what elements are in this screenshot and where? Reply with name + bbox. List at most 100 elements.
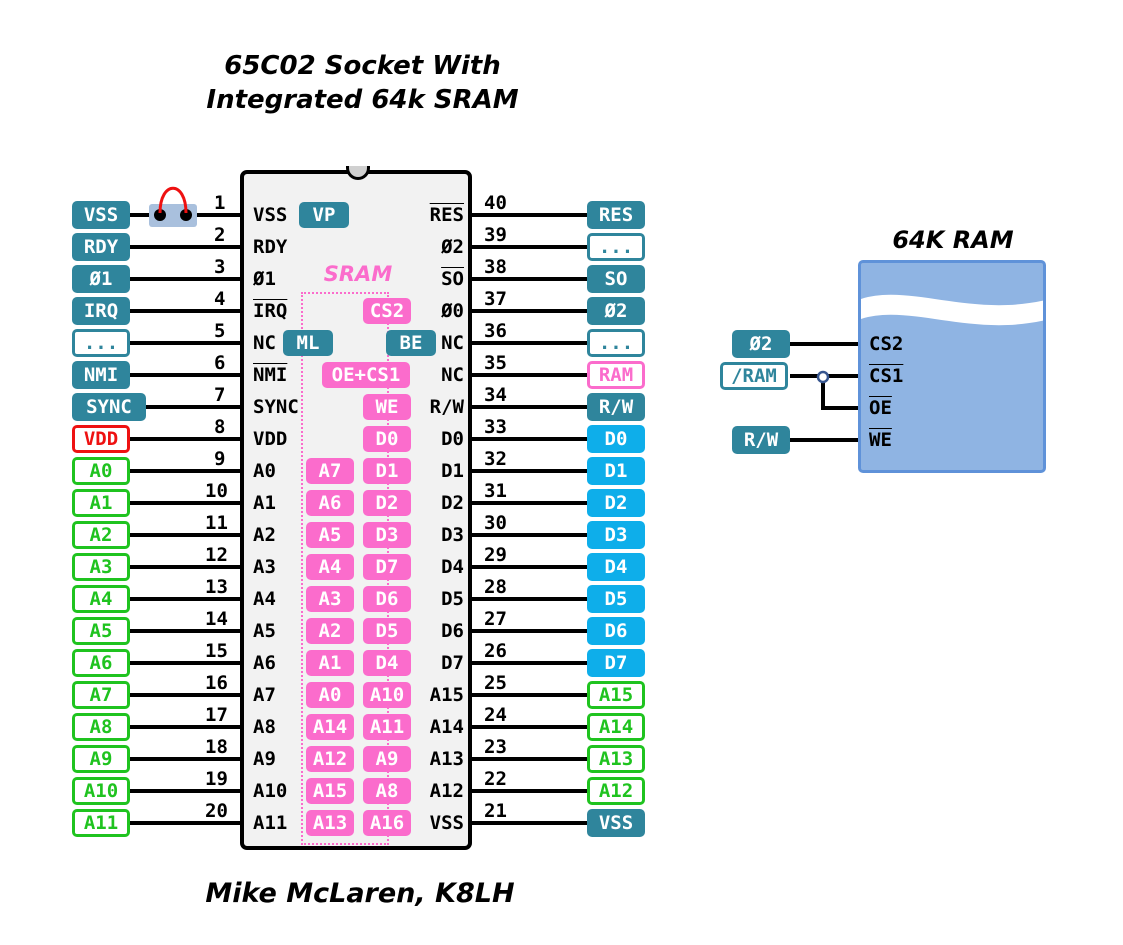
sram-pin-tag: A10 (363, 682, 411, 708)
sram-pin-tag: A12 (306, 746, 354, 772)
pin-name: SO (441, 268, 464, 290)
pin-number: 25 (484, 672, 507, 694)
pin-name: NC (253, 332, 276, 354)
pin-name: Ø0 (441, 300, 464, 322)
signal-tag: Ø1 (72, 265, 130, 293)
pin-number: 29 (484, 544, 507, 566)
signal-tag: RAM (587, 361, 645, 389)
sram-pin-tag: A13 (306, 810, 354, 836)
pin-name: NC (441, 364, 464, 386)
signal-tag: A14 (587, 713, 645, 741)
pin-number: 2 (214, 224, 226, 246)
ram-pin-name: CS2 (869, 333, 904, 355)
signal-tag: RDY (72, 233, 130, 261)
pin-number: 8 (214, 416, 226, 438)
pin-number: 35 (484, 352, 507, 374)
pin-name: NC (441, 332, 464, 354)
signal-tag: SYNC (72, 393, 146, 421)
pin-number: 39 (484, 224, 507, 246)
inner-tag: BE (386, 330, 436, 356)
ram-pin-name: CS1 (869, 365, 904, 387)
title-line-2: Integrated 64k SRAM (206, 85, 519, 115)
pin-name: D1 (441, 460, 464, 482)
chip-notch (346, 166, 370, 180)
sram-pin-tag: A5 (306, 522, 354, 548)
sram-label: SRAM (323, 262, 393, 286)
pin-number: 31 (484, 480, 507, 502)
pin-name: A13 (429, 748, 464, 770)
pin-name: VSS (253, 204, 288, 226)
pin-number: 10 (205, 480, 228, 502)
sram-pin-tag: D6 (363, 586, 411, 612)
sram-pin-tag: D5 (363, 618, 411, 644)
signal-tag: A7 (72, 681, 130, 709)
junction-dot (816, 370, 830, 384)
signal-tag: A10 (72, 777, 130, 805)
pin-name: A14 (429, 716, 464, 738)
pin-name: A3 (253, 556, 276, 578)
pin-name: A2 (253, 524, 276, 546)
sram-pin-tag: D3 (363, 522, 411, 548)
pin-name: D3 (441, 524, 464, 546)
pin-name: A12 (429, 780, 464, 802)
pin-number: 38 (484, 256, 507, 278)
pin-number: 36 (484, 320, 507, 342)
pin-number: 17 (205, 704, 228, 726)
pin-name: NMI (253, 364, 288, 386)
ic-65c02-socket (240, 170, 472, 850)
pin-number: 19 (205, 768, 228, 790)
pin-number: 26 (484, 640, 507, 662)
pin-number: 20 (205, 800, 228, 822)
signal-tag: D6 (587, 617, 645, 645)
pin-number: 11 (205, 512, 228, 534)
sram-pin-tag: WE (363, 394, 411, 420)
pin-number: 23 (484, 736, 507, 758)
sram-pin-tag: A4 (306, 554, 354, 580)
pin-number: 24 (484, 704, 507, 726)
sram-pin-tag: CS2 (363, 298, 411, 324)
ram-signal-tag: Ø2 (732, 330, 790, 358)
signal-tag: A0 (72, 457, 130, 485)
pin-name: Ø1 (253, 268, 276, 290)
pin-number: 34 (484, 384, 507, 406)
ram-signal-tag: R/W (732, 426, 790, 454)
sram-pin-tag: D2 (363, 490, 411, 516)
pin-name: D6 (441, 620, 464, 642)
signal-tag: IRQ (72, 297, 130, 325)
sram-pin-tag: A14 (306, 714, 354, 740)
jumper-pin (154, 209, 166, 221)
pin-name: A11 (253, 812, 288, 834)
pin-name: A1 (253, 492, 276, 514)
ram-pin-name: WE (869, 429, 892, 451)
pin-name: D4 (441, 556, 464, 578)
sram-pin-tag: A9 (363, 746, 411, 772)
signal-tag: NMI (72, 361, 130, 389)
signal-tag: Ø2 (587, 297, 645, 325)
signal-tag: D3 (587, 521, 645, 549)
sram-pin-tag: D7 (363, 554, 411, 580)
title-line-1: 65C02 Socket With (224, 51, 501, 81)
jumper-pin (180, 209, 192, 221)
pin-name: A15 (429, 684, 464, 706)
pin-name: IRQ (253, 300, 288, 322)
sram-pin-tag: OE+CS1 (322, 362, 410, 388)
signal-tag: SO (587, 265, 645, 293)
signal-tag: D5 (587, 585, 645, 613)
pin-number: 3 (214, 256, 226, 278)
sram-pin-tag: D0 (363, 426, 411, 452)
pin-name: A10 (253, 780, 288, 802)
signal-tag: VSS (587, 809, 645, 837)
signal-tag: VSS (72, 201, 130, 229)
signal-tag: D0 (587, 425, 645, 453)
ram-title: 64K RAM (892, 226, 1014, 254)
pin-number: 21 (484, 800, 507, 822)
pin-number: 40 (484, 192, 507, 214)
signal-tag: A3 (72, 553, 130, 581)
sram-pin-tag: A8 (363, 778, 411, 804)
signal-tag: D2 (587, 489, 645, 517)
sram-pin-tag: D1 (363, 458, 411, 484)
signal-tag: A5 (72, 617, 130, 645)
pin-name: D2 (441, 492, 464, 514)
signal-tag: R/W (587, 393, 645, 421)
signal-tag: VDD (72, 425, 130, 453)
